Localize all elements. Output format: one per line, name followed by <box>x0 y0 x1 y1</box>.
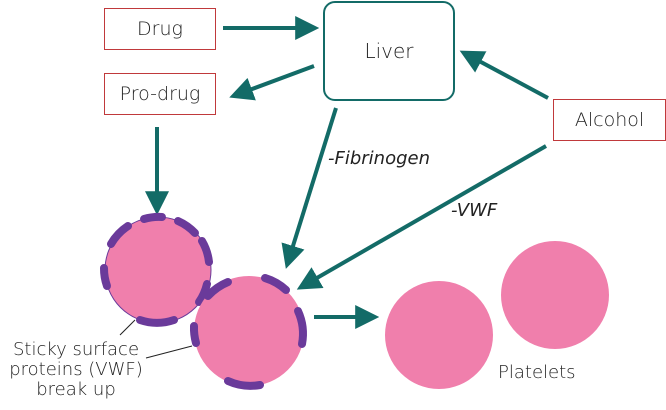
sticky-proteins-annotation: Sticky surface proteins (VWF) break up <box>0 340 152 400</box>
liver-label: Liver <box>364 39 414 63</box>
liver-box: Liver <box>323 1 455 101</box>
leader-line <box>119 319 136 336</box>
fibrinogen-label: -Fibrinogen <box>328 148 431 169</box>
arrow-alcohol-to-liver <box>459 50 549 100</box>
vwf-label: -VWF <box>451 200 498 221</box>
aggregated-platelet-top <box>99 212 213 327</box>
sticky-protein-patches <box>99 212 213 327</box>
annotation-line: break up <box>36 379 116 400</box>
aggregated-platelet-bottom <box>189 274 307 390</box>
arrow-liver-to-platelet <box>281 107 338 269</box>
arrow-alcohol-to-platelet <box>296 144 547 290</box>
platelet <box>385 281 493 389</box>
prodrug-box: Pro-drug <box>104 73 216 115</box>
drug-label: Drug <box>137 18 183 40</box>
leader-line <box>145 345 193 359</box>
alcohol-box: Alcohol <box>553 99 666 141</box>
drug-box: Drug <box>104 8 216 50</box>
prodrug-label: Pro-drug <box>119 83 201 105</box>
alcohol-label: Alcohol <box>574 109 645 131</box>
arrow-liver-to-prodrug <box>229 64 315 101</box>
sticky-protein-patches <box>189 274 307 390</box>
annotation-line: proteins (VWF) <box>9 359 143 380</box>
platelets-label: Platelets <box>498 362 576 383</box>
platelet <box>501 241 609 349</box>
annotation-line: Sticky surface <box>12 339 140 360</box>
